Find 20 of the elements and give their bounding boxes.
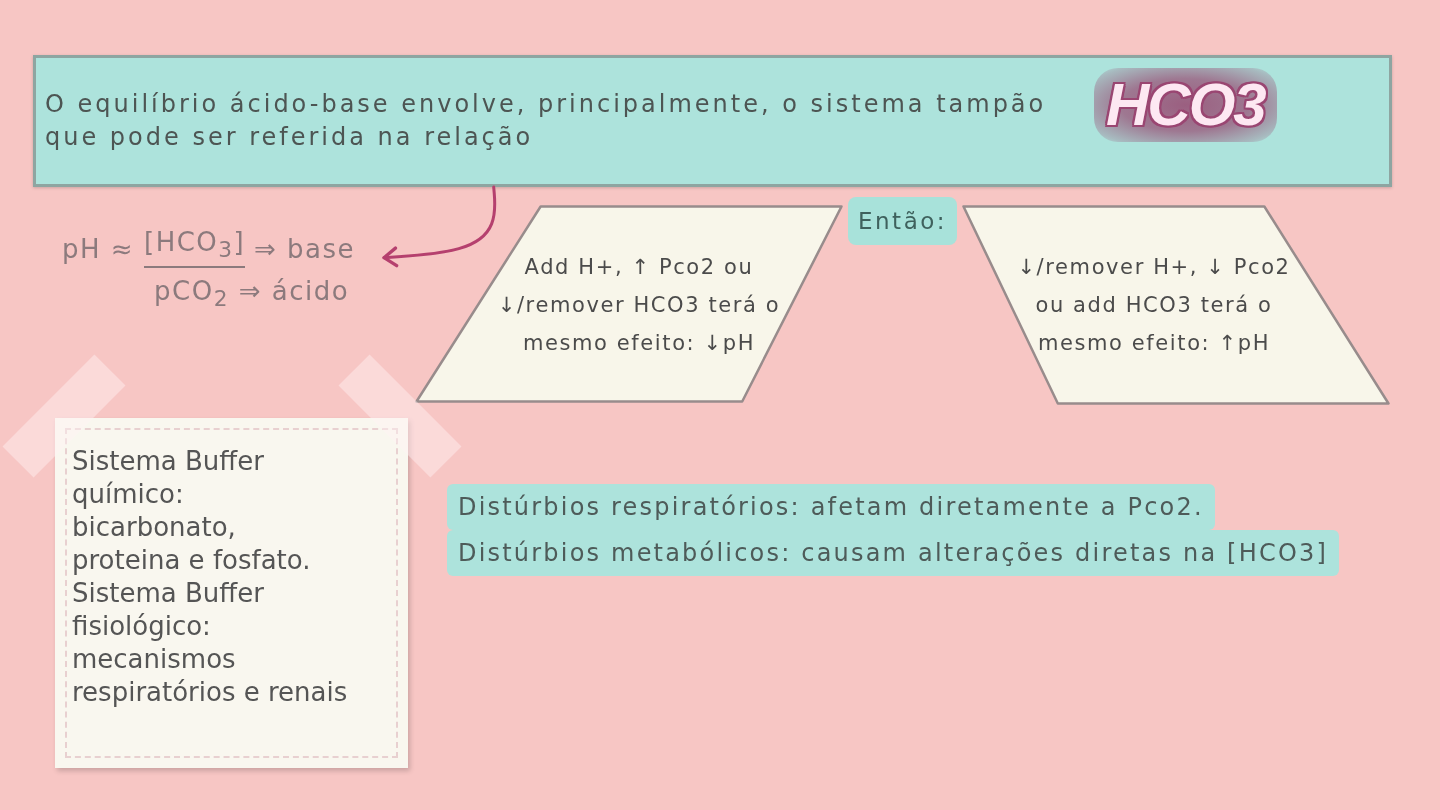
curved-arrow <box>382 185 497 268</box>
formula-text: pCO$_{2}$ ⇒ ácido <box>154 275 350 314</box>
note-text: Sistema Buffer químico: bicarbonato, proteina e fosfato. Sistema Buffer fisiológico: mecanismos respiratórios e renais <box>72 445 349 709</box>
highlight-band <box>447 530 1339 576</box>
parallelogram-box <box>415 205 843 403</box>
box-text: Add H+, ↑ Pco2 ou ↓/remover HCO3 terá o mesmo efeito: ↓pH <box>496 254 782 357</box>
label-tag <box>848 197 958 245</box>
parallelogram-box <box>962 205 1390 405</box>
formula-text: [HCO$_{3}$] <box>144 226 246 269</box>
sticker-text: HCO3 <box>1094 68 1277 142</box>
note-text: Distúrbios metabólicos: causam alterações diretas na [HCO3] <box>458 538 1328 569</box>
note-card <box>55 418 408 768</box>
formula-text: pH ≈ <box>62 233 135 266</box>
box-text: ↓/remover H+, ↓ Pco2 ou add HCO3 terá o mesmo efeito: ↑pH <box>1016 254 1292 357</box>
tag-text: Então: <box>858 207 948 236</box>
note-text: Distúrbios respiratórios: afetam diretamente a Pco2. <box>458 492 1204 523</box>
highlight-band <box>447 484 1215 530</box>
text-box <box>33 55 1392 187</box>
body-text: O equilíbrio ácido-base envolve, principalmente, o sistema tampão que pode ser referida na relação <box>45 89 1048 153</box>
formula-text: ⇒ base <box>254 233 356 266</box>
